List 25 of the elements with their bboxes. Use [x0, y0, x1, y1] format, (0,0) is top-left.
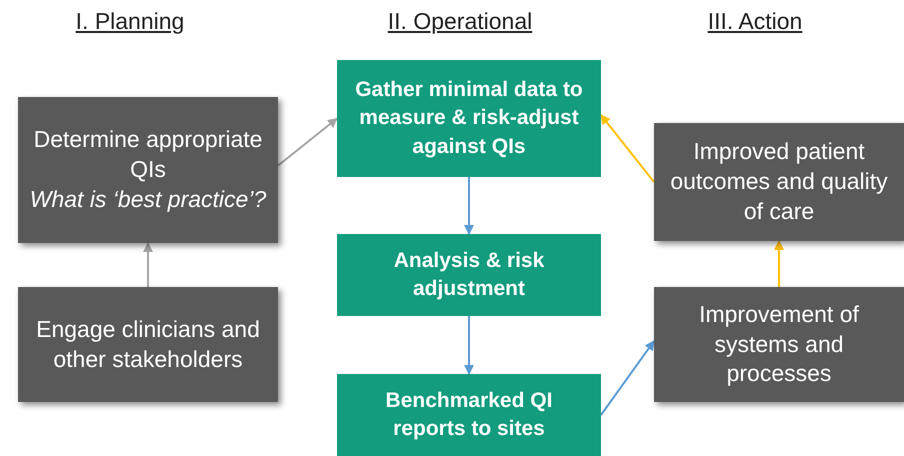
arrow: [774, 240, 784, 287]
box-text: Engage clinicians and other stakeholders: [35, 314, 261, 374]
arrow: [464, 316, 474, 375]
column-heading: I. Planning: [76, 8, 184, 35]
column-heading: III. Action: [708, 8, 802, 35]
process-box: [654, 287, 904, 402]
note-text: What is ‘best practice’?: [30, 184, 266, 214]
box-text: Analysis & risk adjustment: [392, 248, 546, 302]
box-text: Benchmarked QI reports to sites: [384, 388, 554, 442]
arrow: [600, 114, 655, 183]
arrow: [464, 177, 474, 235]
arrow: [600, 340, 655, 416]
process-box: [337, 234, 601, 316]
box-text: Determine appropriate QIs: [32, 125, 264, 184]
arrow: [277, 118, 338, 166]
arrow: [143, 242, 153, 287]
box-text: Gather minimal data to measure & risk-adjust against QIs: [354, 76, 584, 160]
box-text: Improvement of systems and processes: [698, 300, 860, 388]
process-box: [18, 287, 278, 402]
process-box: [337, 60, 601, 177]
box-text: Improved patient outcomes and quality of care: [669, 137, 889, 226]
process-box: [18, 97, 278, 243]
process-box: [654, 123, 904, 241]
process-box: [337, 374, 601, 456]
column-heading: II. Operational: [388, 8, 532, 35]
